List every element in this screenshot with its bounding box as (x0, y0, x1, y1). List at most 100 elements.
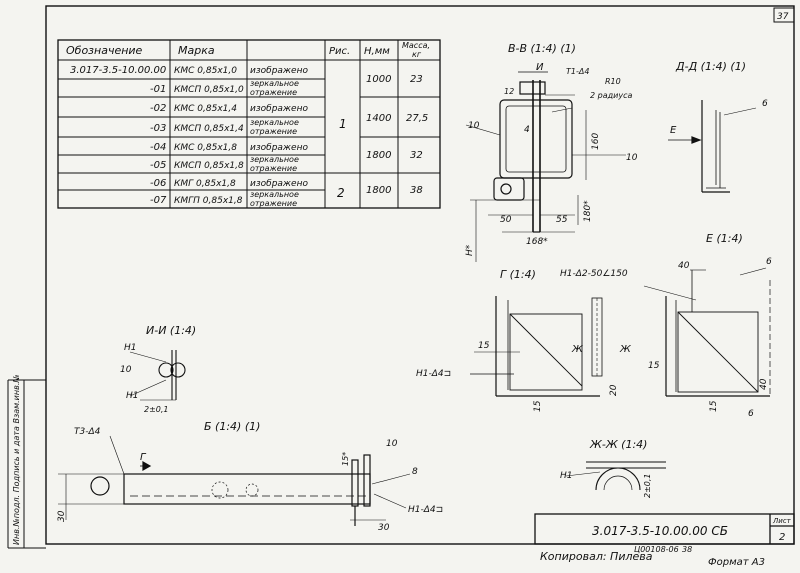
title-section-zhzh: Ж-Ж (1:4) (589, 438, 647, 451)
footer-order-no: 38 (682, 545, 692, 554)
dim-30a: 30 (57, 510, 67, 522)
th-brand: Марка (178, 44, 215, 57)
row-5-brand: КМСП 0,85х1,8 (174, 161, 244, 171)
footer-format: Формат А3 (708, 557, 765, 568)
row-4-brand: КМС 0,85х1,8 (174, 143, 237, 153)
radius-2: 2 радиуса (590, 91, 632, 100)
label-n1b: Н1 (126, 391, 139, 401)
side-stamp: Инв.№подл. Подпись и дата Взам.инв.№ (12, 374, 21, 545)
dim-20: 20 (609, 384, 619, 396)
dim-10d: 10 (386, 439, 398, 449)
th-figure: Рис. (329, 46, 350, 57)
figure-1: 1 (339, 117, 347, 131)
weld-t1: Т1-Δ4 (566, 67, 589, 76)
row-1-designation: -01 (150, 84, 166, 95)
weld-h1-b: Н1-Δ4⊐ (408, 505, 443, 515)
dim-6b: 6 (766, 257, 772, 267)
mass-0: 23 (410, 74, 423, 85)
spec-table (57, 39, 441, 209)
dim-40: 40 (678, 261, 690, 271)
dim-40b: 40 (759, 378, 769, 390)
row-5-designation: -05 (150, 160, 166, 171)
sheet-number-box (773, 7, 795, 23)
row-3-note-2: отражение (250, 127, 297, 136)
dim-15d: 15 (648, 361, 660, 371)
figure-2: 2 (337, 186, 345, 200)
view-g-drawing (470, 296, 603, 397)
title-view-e: Е (1:4) (706, 232, 743, 245)
section-vv-drawing (465, 71, 626, 262)
row-6-brand: КМГ 0,85х1,8 (174, 179, 236, 189)
dim-15a: 15 (478, 341, 490, 351)
title-view-b: Б (1:4) (1) (204, 420, 260, 433)
dim-15b: 15 (533, 400, 543, 412)
row-3-designation: -03 (150, 123, 166, 134)
dim-4: 4 (524, 125, 530, 135)
th-mass-2: кг (412, 50, 422, 59)
dim-8: 8 (412, 467, 418, 477)
footer-order: Ц00108-06 (634, 545, 679, 554)
label-n1a: Н1 (124, 343, 137, 353)
row-2-designation: -02 (150, 103, 166, 114)
th-height: H,мм (364, 46, 390, 57)
height-2: 1800 (366, 150, 391, 161)
label-i: И (536, 62, 544, 73)
row-3-brand: КМСП 0,85х1,4 (174, 124, 244, 134)
label-zh-1: Ж (571, 344, 584, 355)
weld-h1-left: Н1-Δ4⊐ (416, 369, 451, 379)
mass-3: 38 (410, 185, 423, 196)
row-5-note-1: зеркальное (250, 155, 299, 164)
row-1-brand: КМСП 0,85х1,0 (174, 85, 244, 95)
mass-1: 27,5 (406, 113, 428, 124)
dim-30b: 30 (378, 523, 390, 533)
mass-2: 32 (410, 150, 423, 161)
dim-12: 12 (504, 87, 514, 96)
dim-15c: 15 (709, 400, 719, 412)
sheet-border (45, 5, 795, 545)
section-ii-drawing (129, 350, 186, 401)
title-section-vv: В-В (1:4) (1) (508, 42, 576, 55)
row-7-note-2: отражение (250, 199, 297, 208)
sheet-label: Лист (772, 517, 792, 525)
title-block-box (534, 513, 795, 545)
row-7-brand: КМГП 0,85х1,8 (174, 196, 243, 206)
dim-2: 2±0,1 (144, 405, 169, 414)
view-dd-drawing (668, 100, 757, 193)
dim-10a: 10 (468, 121, 480, 131)
row-6-designation: -06 (150, 178, 166, 189)
dim-55: 55 (556, 215, 568, 225)
row-7-designation: -07 (150, 195, 167, 206)
sheet-no: 2 (779, 532, 785, 543)
row-1-note-1: зеркальное (250, 79, 299, 88)
label-n1c: Н1 (560, 471, 573, 481)
height-3: 1800 (366, 185, 391, 196)
dim-50: 50 (500, 215, 512, 225)
dim-10c: 10 (120, 365, 132, 375)
sheet-number-top: 37 (777, 12, 789, 22)
title-code: 3.017-3.5-10.00.00 СБ (592, 524, 728, 538)
dim-168: 168* (526, 237, 548, 247)
arrow-e: Е (670, 125, 677, 136)
row-3-note-1: зеркальное (250, 118, 299, 127)
dim-6c: 6 (748, 409, 754, 419)
th-mass-1: Масса, (402, 41, 430, 50)
dim-6a: 6 (762, 99, 768, 109)
row-7-note-1: зеркальное (250, 190, 299, 199)
height-1: 1400 (366, 113, 391, 124)
dim-160: 160 (591, 133, 601, 150)
label-zh-2: Ж (619, 344, 632, 355)
row-0-designation: 3.017-3.5-10.00.00 (70, 65, 166, 76)
th-designation: Обозначение (66, 44, 143, 57)
r10: R10 (605, 77, 621, 86)
title-section-ii: И-И (1:4) (146, 324, 196, 337)
weld-t3: Т3-Δ4 (74, 427, 101, 437)
row-4-designation: -04 (150, 142, 166, 153)
height-0: 1000 (366, 74, 391, 85)
row-5-note-2: отражение (250, 164, 297, 173)
view-e-drawing (643, 267, 771, 397)
weld-h1-g: Н1-Δ2-50∠150 (560, 269, 628, 279)
row-2-note: изображено (250, 104, 308, 114)
dim-2b: 2±0,1 (643, 473, 652, 498)
dim-10b: 10 (626, 153, 638, 163)
